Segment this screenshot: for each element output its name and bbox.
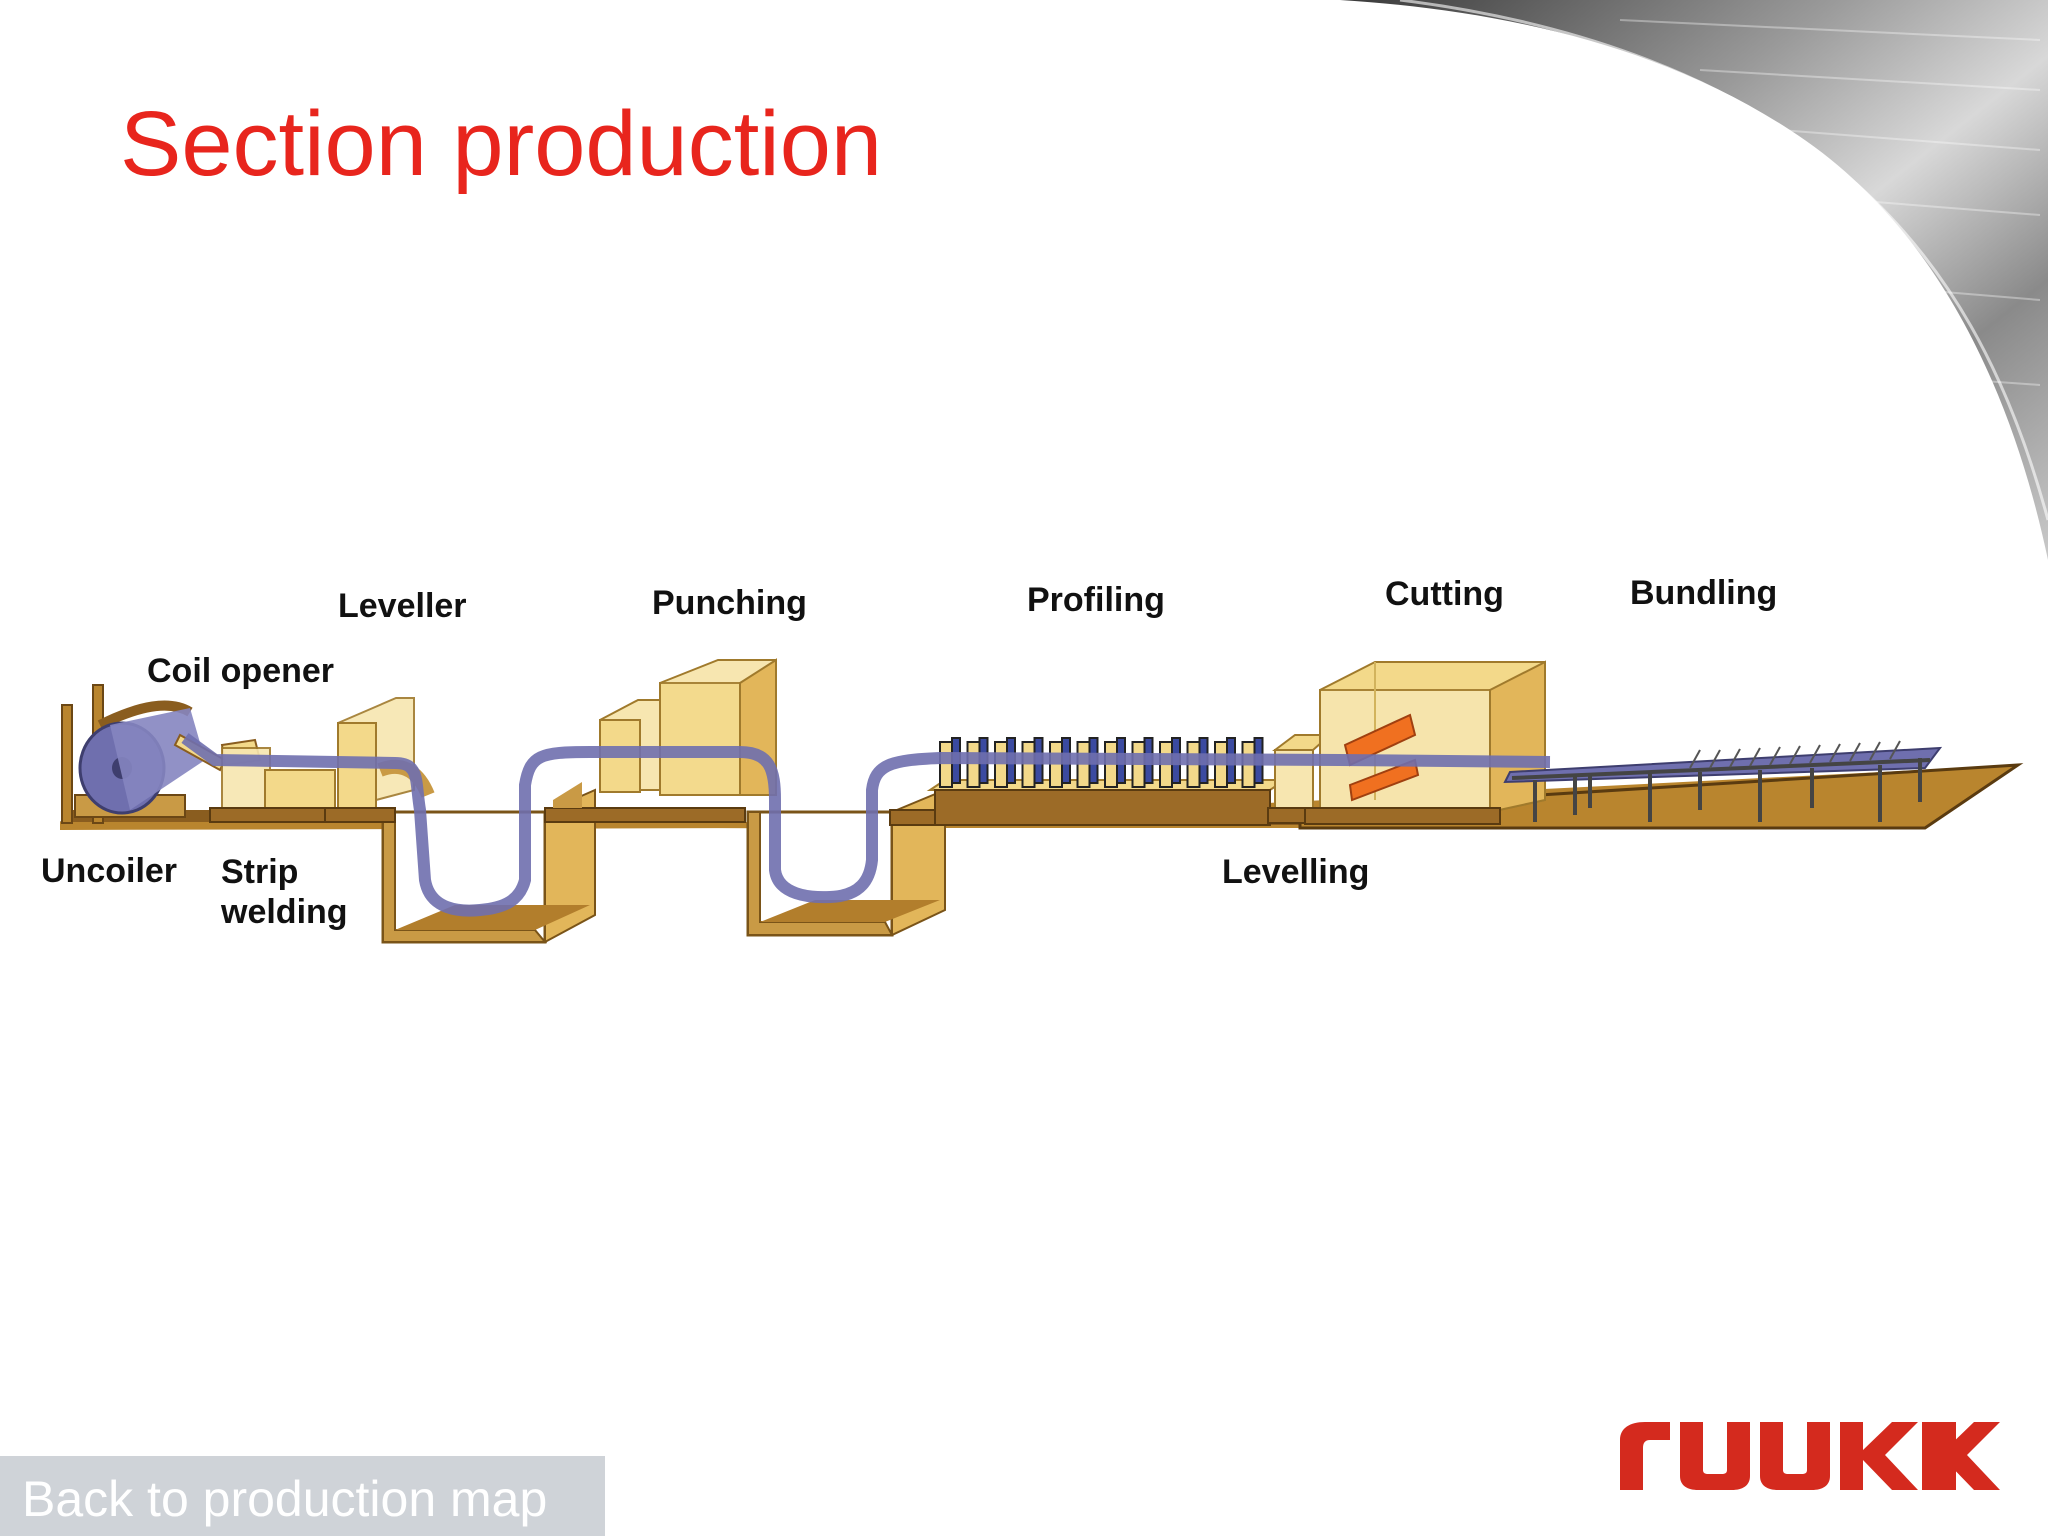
back-to-production-map-button[interactable]: Back to production map (0, 1456, 605, 1536)
steel-strip (181, 733, 1551, 917)
ruukki-logo-i (1930, 1422, 1958, 1490)
label-leveller: Leveller (338, 587, 467, 625)
uncoiler-machine (61, 684, 205, 824)
label-levelling: Levelling (1222, 853, 1370, 891)
label-coil-opener: Coil opener (147, 652, 335, 690)
label-punching: Punching (652, 584, 807, 622)
label-uncoiler: Uncoiler (41, 852, 178, 890)
bundling-table (1503, 740, 1943, 822)
label-profiling: Profiling (1027, 581, 1165, 619)
label-cutting: Cutting (1385, 575, 1504, 613)
label-strip-welding: Strip welding (221, 853, 348, 931)
profiling-machine (889, 737, 1289, 826)
label-bundling: Bundling (1630, 574, 1778, 612)
cutting-machine (1304, 660, 1546, 825)
slide-title: Section production (120, 93, 883, 195)
punching-machine (544, 658, 777, 823)
